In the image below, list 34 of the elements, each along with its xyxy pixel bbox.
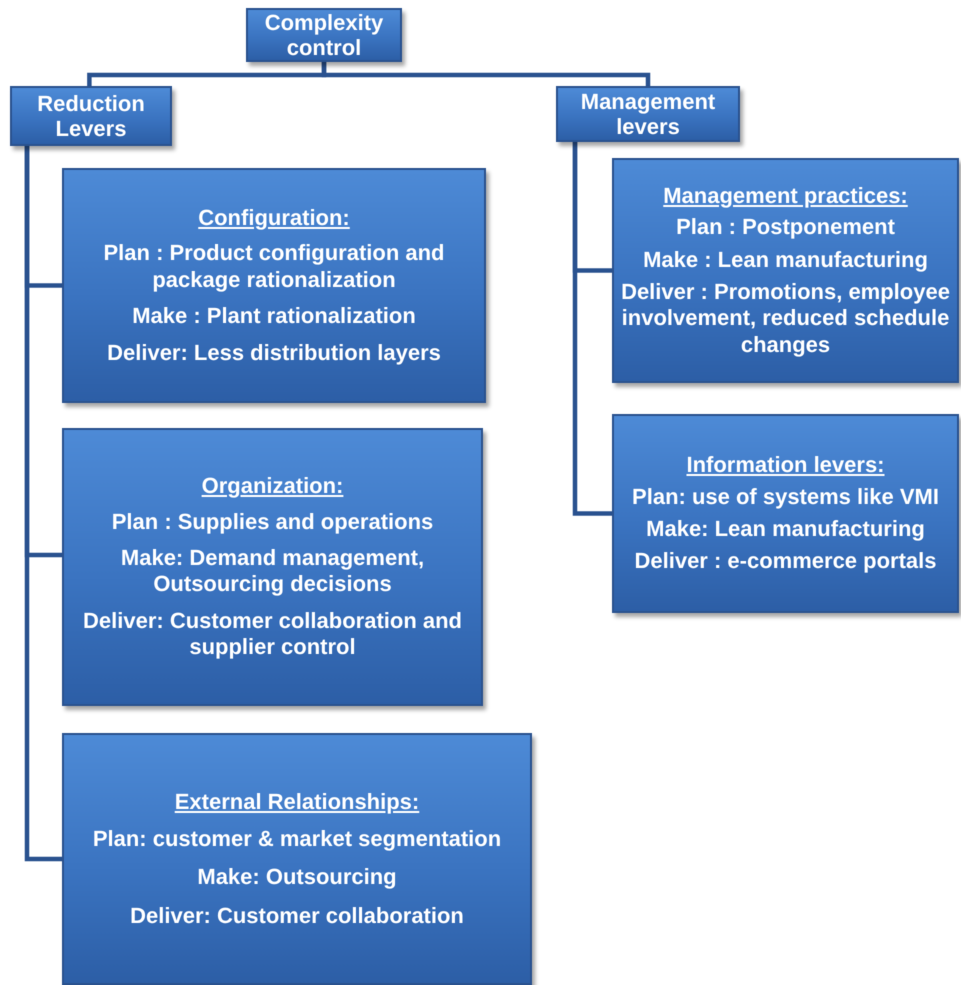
category-box bbox=[246, 8, 402, 62]
lever-card bbox=[612, 414, 959, 613]
lever-item: Deliver : Promotions, employee involvement, reduced schedule changes bbox=[620, 278, 951, 358]
lever-item: Deliver : e-commerce portals bbox=[634, 548, 937, 575]
lever-item: Deliver: Customer collaboration and supplier control bbox=[82, 608, 463, 661]
box-title: Complexity control bbox=[264, 10, 384, 60]
card-heading: Management practices: bbox=[663, 182, 908, 208]
card-heading: Organization: bbox=[202, 473, 344, 499]
lever-card bbox=[62, 168, 486, 403]
category-box bbox=[556, 86, 740, 142]
lever-item: Make: Demand management, Outsourcing decisions bbox=[120, 545, 426, 598]
lever-item: Make : Lean manufacturing bbox=[643, 246, 928, 273]
box-title: Management levers bbox=[580, 88, 716, 140]
lever-item: Plan : Supplies and operations bbox=[112, 508, 434, 536]
box-title: Reduction Levers bbox=[36, 90, 146, 142]
lever-card bbox=[62, 733, 532, 985]
connector-line bbox=[572, 142, 612, 516]
lever-item: Plan : Postponement bbox=[676, 214, 895, 241]
connector-line bbox=[24, 146, 62, 862]
card-heading: Configuration: bbox=[198, 205, 350, 230]
category-box bbox=[10, 86, 172, 146]
lever-card bbox=[612, 158, 959, 383]
card-heading: External Relationships: bbox=[174, 788, 420, 814]
lever-card bbox=[62, 428, 483, 706]
lever-item: Make: Outsourcing bbox=[197, 864, 397, 891]
lever-item: Make : Plant rationalization bbox=[132, 303, 416, 330]
lever-item: Make: Lean manufacturing bbox=[646, 516, 925, 542]
lever-item: Deliver: Customer collaboration bbox=[130, 902, 464, 930]
connector-line bbox=[322, 62, 650, 86]
lever-item: Plan: use of systems like VMI bbox=[632, 484, 939, 510]
card-heading: Information levers: bbox=[686, 452, 885, 478]
lever-item: Plan: customer & market segmentation bbox=[92, 826, 502, 852]
lever-item: Deliver: Less distribution layers bbox=[107, 340, 441, 366]
lever-item: Plan : Product configuration and package rationalization bbox=[102, 240, 446, 294]
